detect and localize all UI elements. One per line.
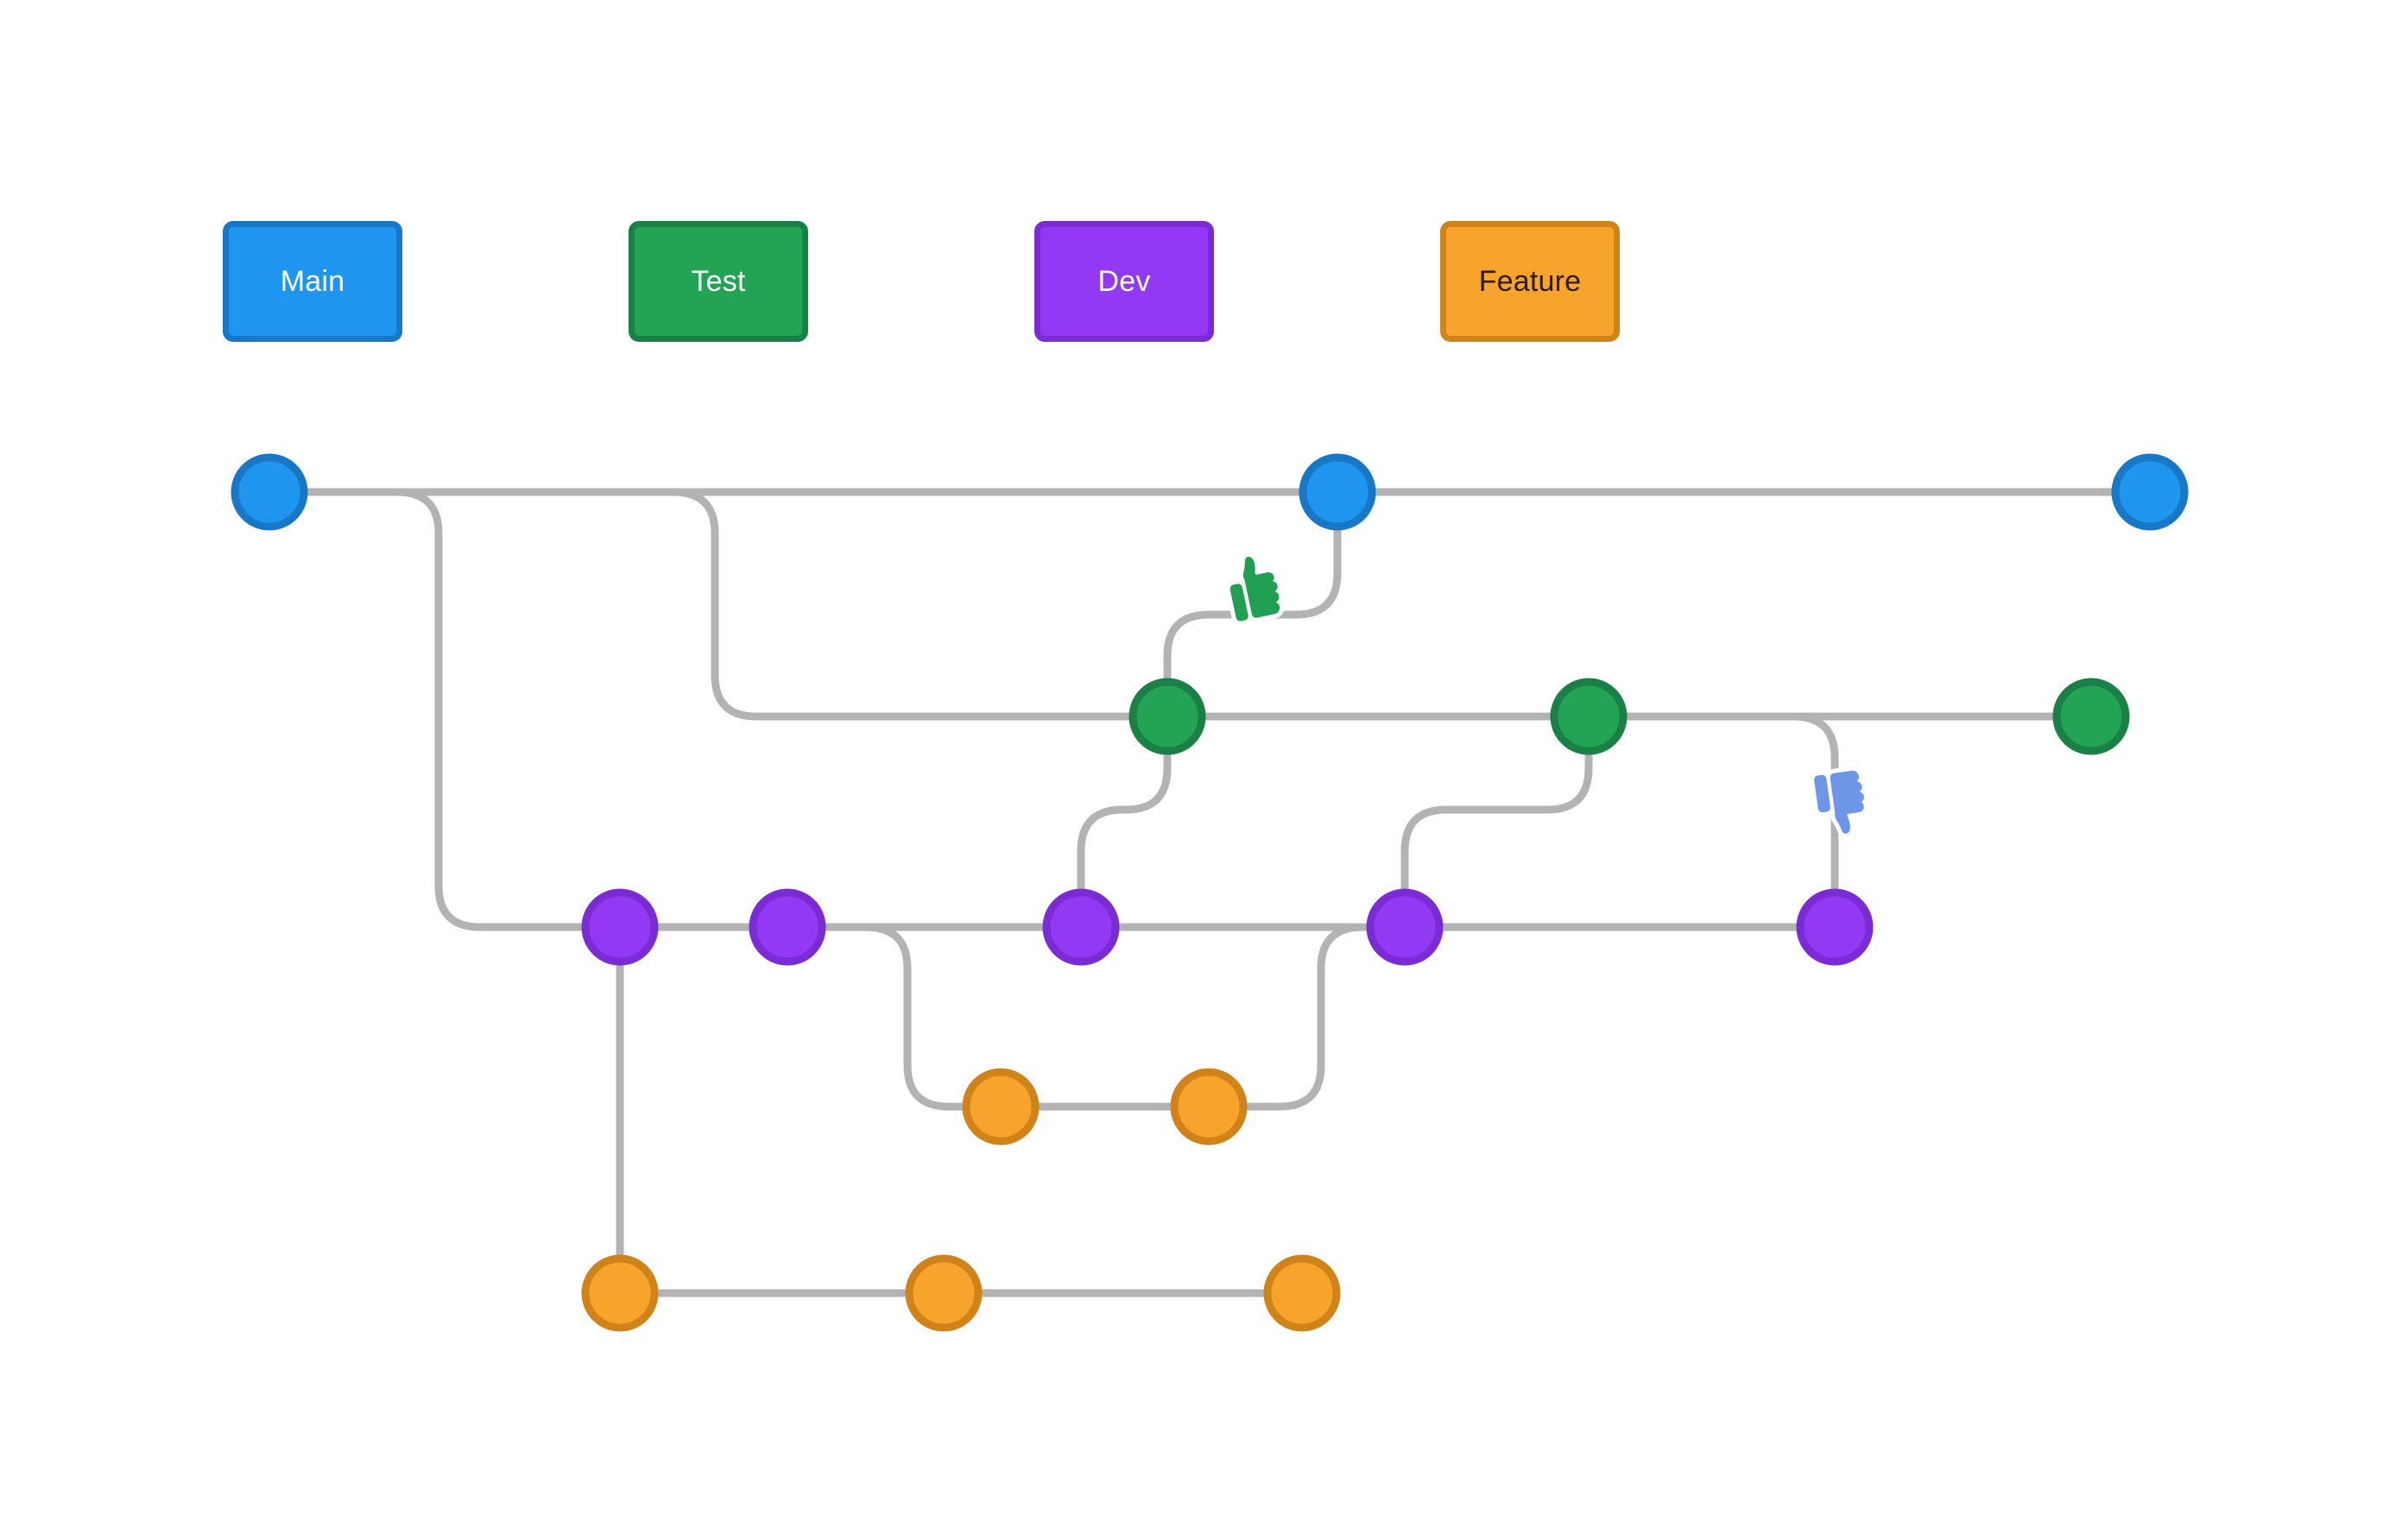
- legend-slot: Dev: [1034, 221, 1440, 342]
- commit-node-test[interactable]: [2052, 678, 2130, 755]
- commit-node-feature[interactable]: [962, 1068, 1040, 1146]
- legend-chip-label: Dev: [1097, 264, 1151, 298]
- edges-layer: [304, 488, 2115, 1297]
- commit-node-main[interactable]: [231, 453, 308, 531]
- commit-node-dev[interactable]: [581, 888, 659, 966]
- thumbs-down-icon: [1810, 766, 1869, 838]
- edge-dev-d4-to-test-t2: [1400, 751, 1593, 893]
- thumbs-up-reaction[interactable]: [1210, 549, 1290, 628]
- commit-node-test[interactable]: [1128, 678, 1206, 755]
- thumbs-up-icon-fill: [1229, 556, 1280, 622]
- thumbs-up-icon: [1225, 552, 1285, 626]
- edge-main-to-test: [656, 488, 1133, 721]
- edge-feature-f2-to-dev: [1243, 923, 1370, 1111]
- branch-legend: Main Test Dev Feature: [223, 221, 1620, 342]
- commit-node-dev[interactable]: [1796, 888, 1874, 966]
- legend-slot: Feature: [1440, 221, 1620, 342]
- thumbs-down-icon-fill: [1814, 770, 1864, 834]
- legend-chip-dev[interactable]: Dev: [1034, 221, 1214, 342]
- edge-main-to-dev: [363, 488, 585, 931]
- commit-node-dev[interactable]: [1366, 888, 1444, 966]
- legend-chip-label: Feature: [1478, 264, 1582, 298]
- commit-node-feature[interactable]: [1170, 1068, 1248, 1146]
- commit-node-test[interactable]: [1550, 678, 1628, 755]
- legend-chip-label: Main: [280, 264, 345, 298]
- commit-node-feature2[interactable]: [581, 1254, 659, 1332]
- edge-dev-d3-to-test-t1: [1077, 751, 1172, 893]
- commit-node-dev[interactable]: [749, 888, 826, 966]
- edge-dev-d2-to-feature: [822, 923, 966, 1111]
- thumbs-down-reaction[interactable]: [1798, 763, 1877, 843]
- legend-chip-main[interactable]: Main: [223, 221, 402, 342]
- nodes-layer: [231, 453, 2189, 1332]
- legend-chip-feature[interactable]: Feature: [1440, 221, 1620, 342]
- commit-node-feature2[interactable]: [905, 1254, 983, 1332]
- commit-node-main[interactable]: [2111, 453, 2189, 531]
- commit-node-main[interactable]: [1299, 453, 1376, 531]
- legend-slot: Test: [629, 221, 1034, 342]
- edge-test-branch-down: [1623, 712, 1839, 893]
- legend-chip-test[interactable]: Test: [629, 221, 808, 342]
- commit-node-feature2[interactable]: [1263, 1254, 1341, 1332]
- commit-node-dev[interactable]: [1042, 888, 1120, 966]
- legend-slot: Main: [223, 221, 629, 342]
- legend-chip-label: Test: [691, 264, 746, 298]
